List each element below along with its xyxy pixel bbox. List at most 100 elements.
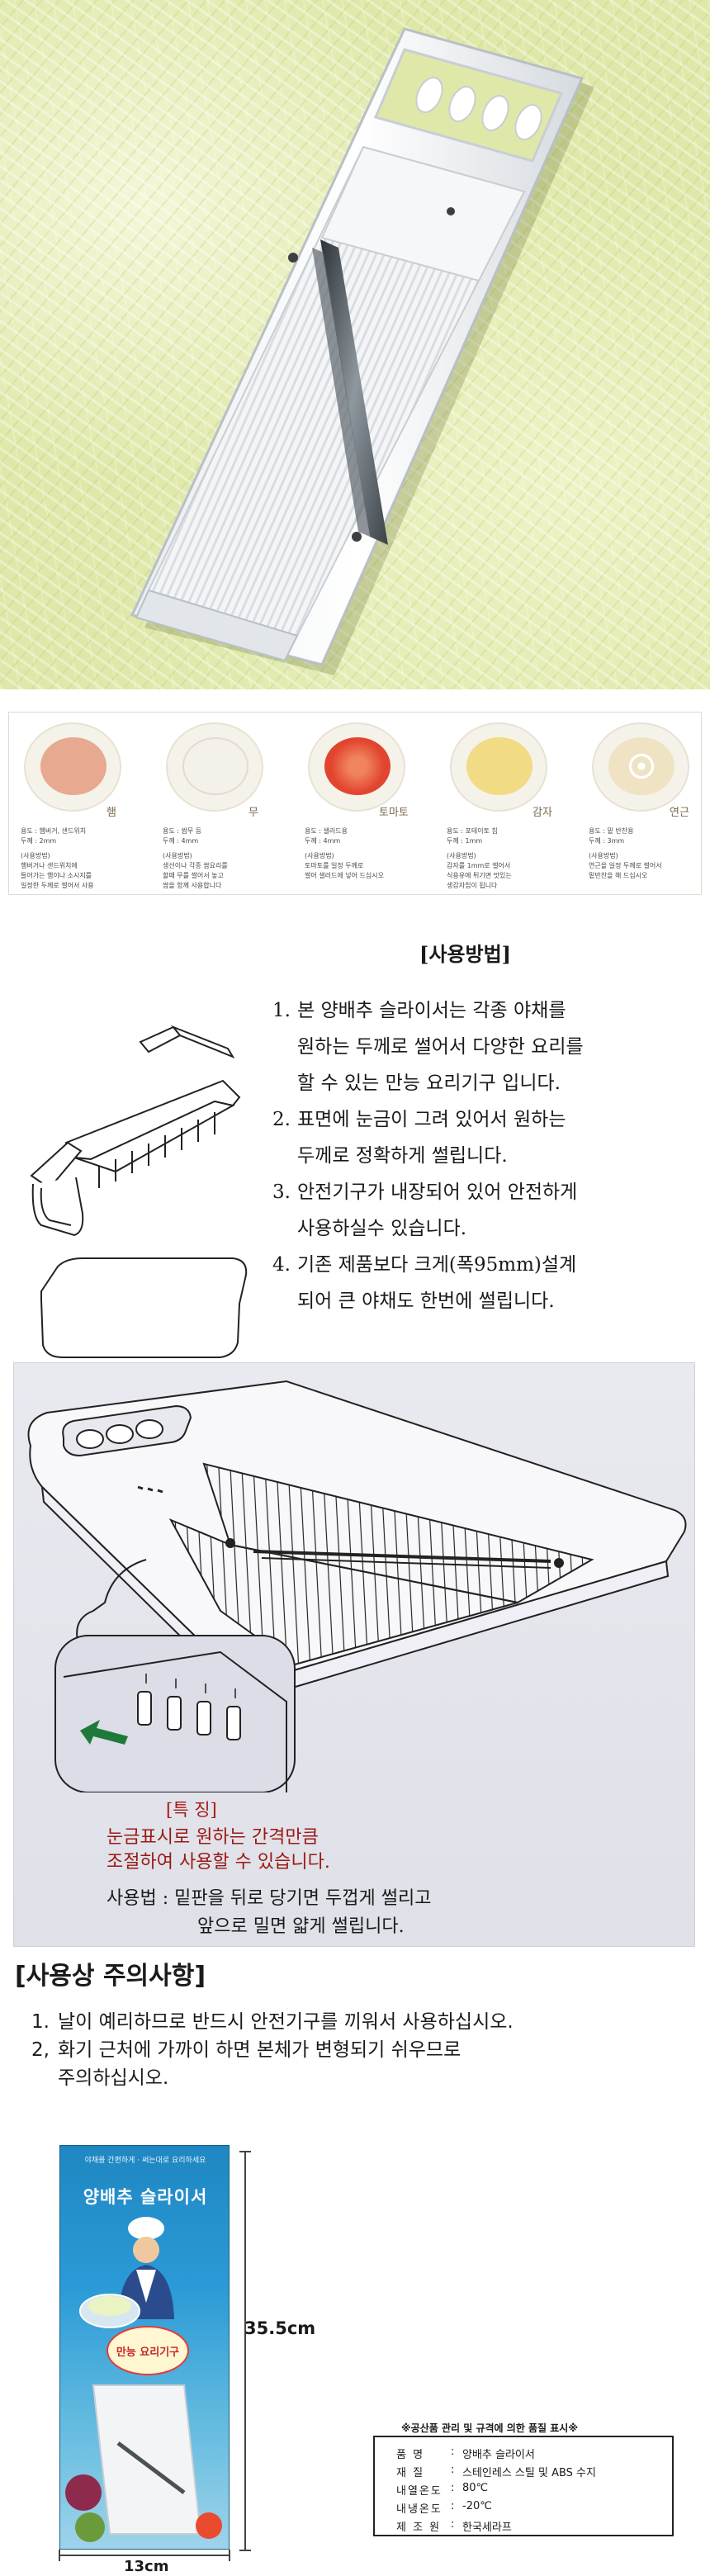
usage-item: 4. 기존 제품보다 크게(폭95mm)설계 되어 큰 야채도 한번에 썰립니다… — [272, 1247, 685, 1319]
caution-item: 1. 날이 예리하므로 반드시 안전기구를 끼워서 사용하십시오. — [31, 2008, 692, 2036]
usage-item-number: 3. — [272, 1181, 291, 1203]
usage-item-line: 두께로 정확하게 썰립니다. — [297, 1145, 508, 1167]
usage-item-line: 할 수 있는 만능 요리기구 입니다. — [297, 1073, 561, 1094]
box-badge: 만능 요리기구 — [106, 2326, 189, 2375]
strip-item-desc: 연근을 일정 두께로 썰어서 — [589, 862, 662, 869]
feature-title: [특 징] — [166, 1800, 217, 1820]
strip-item-desc: 식용유에 튀기면 맛있는 — [447, 872, 512, 879]
strip-item-name: 연근 — [670, 807, 689, 819]
strip-item-name: 햄 — [106, 807, 116, 819]
box-title: 양배추 슬라이서 — [83, 2187, 208, 2207]
strip-item-desc: 밑반찬을 해 드십시오 — [589, 872, 648, 879]
spec-row: 내열온도: 80℃ — [396, 2482, 489, 2498]
strip-item-desc: 쌈을 함께 사용합니다 — [163, 882, 222, 889]
box-artwork — [65, 2217, 222, 2542]
strip-item-thickness: 두께 : 4mm — [163, 837, 199, 845]
ham-slice-image — [40, 737, 106, 795]
spec-value: -20℃ — [462, 2500, 492, 2512]
strip-usage-label: (사용방법) — [589, 852, 618, 859]
lotus-root-slice-image — [608, 737, 674, 795]
strip-item-ham: 햄 용도 : 햄버거, 샌드위치 두께 : 2mm (사용방법) 햄버거나 샌드… — [9, 713, 151, 894]
usage-item-number: 2. — [272, 1109, 291, 1130]
spec-row: 재 질: 스테인레스 스틸 및 ABS 수지 — [396, 2464, 596, 2479]
slicer-blueprint-diagram: [특 징] 눈금표시로 원하는 간격만큼 조절하여 사용할 수 있습니다. 사용… — [13, 1362, 695, 1947]
caution-list: 1. 날이 예리하므로 반드시 안전기구를 끼워서 사용하십시오. 2, 화기 … — [31, 2008, 692, 2092]
strip-item-lotus-root: 연근 용도 : 밑 반찬용 두께 : 3mm (사용방법) 연근을 일정 두께로… — [577, 713, 701, 894]
strip-item-desc: 썰어 샐러드에 넣어 드십시오 — [305, 872, 384, 879]
width-label: 13cm — [124, 2558, 169, 2575]
usage-list: 1. 본 양배추 슬라이서는 각종 야채를 원하는 두께로 썰어서 다양한 요리… — [272, 992, 685, 1319]
strip-item-use: 용도 : 밑 반찬용 — [589, 827, 634, 835]
strip-item-use: 용도 : 샐러드용 — [305, 827, 348, 835]
strip-item-desc: 할때 무를 썰어서 놓고 — [163, 872, 224, 879]
spec-value: 스테인레스 스틸 및 ABS 수지 — [462, 2467, 596, 2479]
tomato-slice-image — [324, 737, 390, 795]
slicer-illustration — [130, 27, 594, 675]
strip-item-thickness: 두께 : 1mm — [447, 837, 483, 845]
strip-item-desc: 생감자칩이 됩니다 — [447, 882, 498, 889]
spec-key: 내열온도 — [396, 2485, 443, 2498]
vegetable-usage-strip: 햄 용도 : 햄버거, 샌드위치 두께 : 2mm (사용방법) 햄버거나 샌드… — [8, 712, 702, 895]
strip-item-desc: 들어가는 햄이나 소시지를 — [21, 872, 92, 879]
caution-item-number: 1. — [31, 2011, 50, 2033]
spec-row: 제 조 원: 한국세라프 — [396, 2518, 512, 2534]
caution-item-line: 주의하십시오. — [58, 2067, 169, 2089]
dimension-cap — [59, 2550, 60, 2561]
strip-item-desc: 햄버거나 샌드위치에 — [21, 862, 78, 869]
usage-item-line: 기존 제품보다 크게(폭95mm)설계 — [297, 1254, 577, 1276]
box-brand-text: 야채를 간편하게 · 써는대로 요리하세요 — [84, 2157, 206, 2165]
usage-item-number: 1. — [272, 1000, 291, 1021]
width-dimension-line — [59, 2555, 230, 2556]
spec-key: 재 질 — [396, 2467, 425, 2479]
slicer-line-drawing — [27, 1380, 687, 1792]
strip-item-name: 토마토 — [379, 807, 409, 819]
strip-item-desc: 일정한 두께로 썰어서 사용 — [21, 882, 94, 889]
method-text: 앞으로 밀면 얇게 썰립니다. — [197, 1916, 405, 1937]
usage-title: [사용방법] — [419, 942, 512, 966]
method-text: 사용법 : 밑판을 뒤로 당기면 두껍게 썰리고 — [106, 1888, 432, 1909]
strip-item-tomato: 토마토 용도 : 샐러드용 두께 : 4mm (사용방법) 토마토를 일정 두께… — [293, 713, 435, 894]
safety-holder-illustration — [30, 1025, 248, 1358]
spec-row: 내냉온도: -20℃ — [396, 2500, 492, 2516]
strip-item-thickness: 두께 : 3mm — [589, 837, 625, 845]
spec-table: 품 명: 양배추 슬라이서 재 질: 스테인레스 스틸 및 ABS 수지 내열온… — [373, 2436, 674, 2536]
caution-item: 2, 화기 근처에 가까이 하면 본체가 변형되기 쉬우므로 주의하십시오. — [31, 2036, 692, 2092]
height-label: 35.5cm — [244, 2318, 316, 2338]
spec-value: 양배추 슬라이서 — [462, 2449, 535, 2461]
strip-item-radish: 무 용도 : 쌈무 등 두께 : 4mm (사용방법) 생선이나 각종 쌈요리를… — [151, 713, 293, 894]
strip-usage-label: (사용방법) — [21, 852, 50, 859]
spec-value: 80℃ — [462, 2482, 489, 2494]
usage-item: 2. 표면에 눈금이 그려 있어서 원하는 두께로 정확하게 썰립니다. — [272, 1101, 685, 1174]
spec-row: 품 명: 양배추 슬라이서 — [396, 2446, 535, 2461]
strip-item-potato: 감자 용도 : 포테이토 칩 두께 : 1mm (사용방법) 감자를 1mm로 … — [435, 713, 577, 894]
usage-item-line: 안전기구가 내장되어 있어 안전하게 — [297, 1181, 578, 1203]
usage-section: [사용방법] 1. 본 양배추 슬라이서는 각종 야채를 원하는 두께로 썰어서… — [0, 928, 710, 1358]
usage-item: 3. 안전기구가 내장되어 있어 안전하게 사용하실수 있습니다. — [272, 1174, 685, 1247]
usage-item-line: 사용하실수 있습니다. — [297, 1218, 467, 1239]
strip-usage-label: (사용방법) — [163, 852, 192, 859]
strip-item-use: 용도 : 포테이토 칩 — [447, 827, 498, 835]
product-box-image: 야채를 간편하게 · 써는대로 요리하세요 양배추 슬라이서 만능 요리기구 — [59, 2145, 230, 2550]
strip-item-desc: 토마토를 일정 두께로 — [305, 862, 364, 869]
strip-usage-label: (사용방법) — [305, 852, 334, 859]
strip-item-thickness: 두께 : 2mm — [21, 837, 57, 845]
spec-note: ※공산품 관리 및 규격에 의한 품질 표시※ — [401, 2422, 578, 2434]
caution-title: [사용상 주의사항] — [15, 1962, 206, 1991]
strip-item-use: 용도 : 쌈무 등 — [163, 827, 202, 835]
usage-item-line: 표면에 눈금이 그려 있어서 원하는 — [297, 1109, 566, 1130]
feature-text: 눈금표시로 원하는 간격만큼 — [106, 1827, 319, 1848]
spec-value: 한국세라프 — [462, 2522, 512, 2534]
usage-item-line: 원하는 두께로 썰어서 다양한 요리를 — [297, 1036, 584, 1058]
usage-item-line: 되어 큰 야채도 한번에 썰립니다. — [297, 1290, 555, 1312]
feature-text: 조절하여 사용할 수 있습니다. — [106, 1852, 330, 1873]
radish-slice-image — [182, 737, 248, 795]
strip-item-use: 용도 : 햄버거, 샌드위치 — [21, 827, 87, 835]
usage-item: 1. 본 양배추 슬라이서는 각종 야채를 원하는 두께로 썰어서 다양한 요리… — [272, 992, 685, 1101]
caution-item-line: 날이 예리하므로 반드시 안전기구를 끼워서 사용하십시오. — [58, 2011, 514, 2033]
spec-key: 품 명 — [396, 2449, 425, 2461]
spec-key: 내냉온도 — [396, 2503, 443, 2516]
strip-item-desc: 생선이나 각종 쌈요리를 — [163, 862, 228, 869]
strip-item-name: 무 — [248, 807, 258, 819]
strip-item-desc: 감자를 1mm로 썰어서 — [447, 862, 511, 869]
spec-key: 제 조 원 — [396, 2522, 442, 2534]
